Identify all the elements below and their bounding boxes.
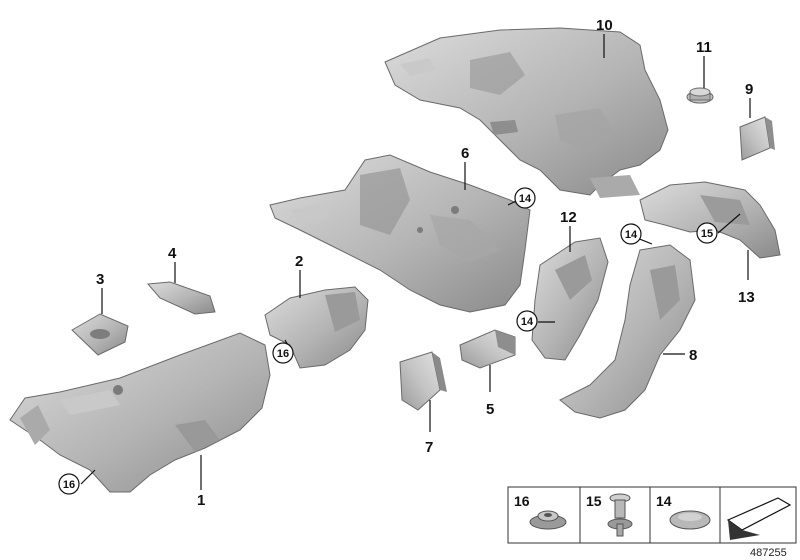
part-13-wheelarch <box>639 181 781 259</box>
circled-callout-14-left: 14 <box>516 310 538 332</box>
callout-10: 10 <box>596 17 613 34</box>
circled-callout-15: 15 <box>696 222 718 244</box>
part-4-strip <box>146 281 216 315</box>
part-8-side-panel <box>559 244 696 419</box>
document-number: 487255 <box>750 547 787 559</box>
callout-5: 5 <box>486 401 494 418</box>
nut-icon <box>529 510 567 530</box>
part-9-pad <box>739 116 775 161</box>
circled-callout-14-top: 14 <box>514 187 536 209</box>
callout-3: 3 <box>96 271 104 288</box>
circled-callout-16-bottom: 16 <box>58 473 80 495</box>
callout-9: 9 <box>745 81 753 98</box>
svg-text:14: 14 <box>521 316 534 328</box>
part-7-block <box>399 351 447 411</box>
callout-8: 8 <box>689 347 697 364</box>
callout-2: 2 <box>295 253 303 270</box>
callout-12: 12 <box>560 209 577 226</box>
part-6-floor-insulation <box>269 154 531 313</box>
svg-text:14: 14 <box>625 229 638 241</box>
callout-1: 1 <box>197 492 205 509</box>
part-11-plug <box>686 87 714 104</box>
callout-7: 7 <box>425 439 433 456</box>
part-5-block <box>459 329 516 369</box>
legend-label-15: 15 <box>586 493 602 509</box>
callout-13: 13 <box>738 289 755 306</box>
part-12-panel <box>531 237 609 361</box>
svg-text:14: 14 <box>519 193 532 205</box>
svg-text:16: 16 <box>277 348 289 360</box>
callout-6: 6 <box>461 145 469 162</box>
part-1-tunnel-insulation <box>9 332 271 493</box>
legend-label-14: 14 <box>656 493 672 509</box>
part-10-trunk-insulation <box>384 27 669 198</box>
svg-text:16: 16 <box>63 479 75 491</box>
circled-callout-16-mid: 16 <box>272 342 294 364</box>
callout-11: 11 <box>696 39 712 56</box>
svg-text:15: 15 <box>701 228 713 240</box>
circled-callout-14-right: 14 <box>620 223 642 245</box>
callout-4: 4 <box>168 245 177 262</box>
part-3-bracket <box>71 313 129 356</box>
legend-label-16: 16 <box>514 493 530 509</box>
plug-cap-icon <box>669 510 711 530</box>
orientation-arrow-icon <box>726 497 792 540</box>
fastener-legend: 16 15 14 <box>507 486 797 544</box>
clip-rivet-icon <box>607 493 633 537</box>
